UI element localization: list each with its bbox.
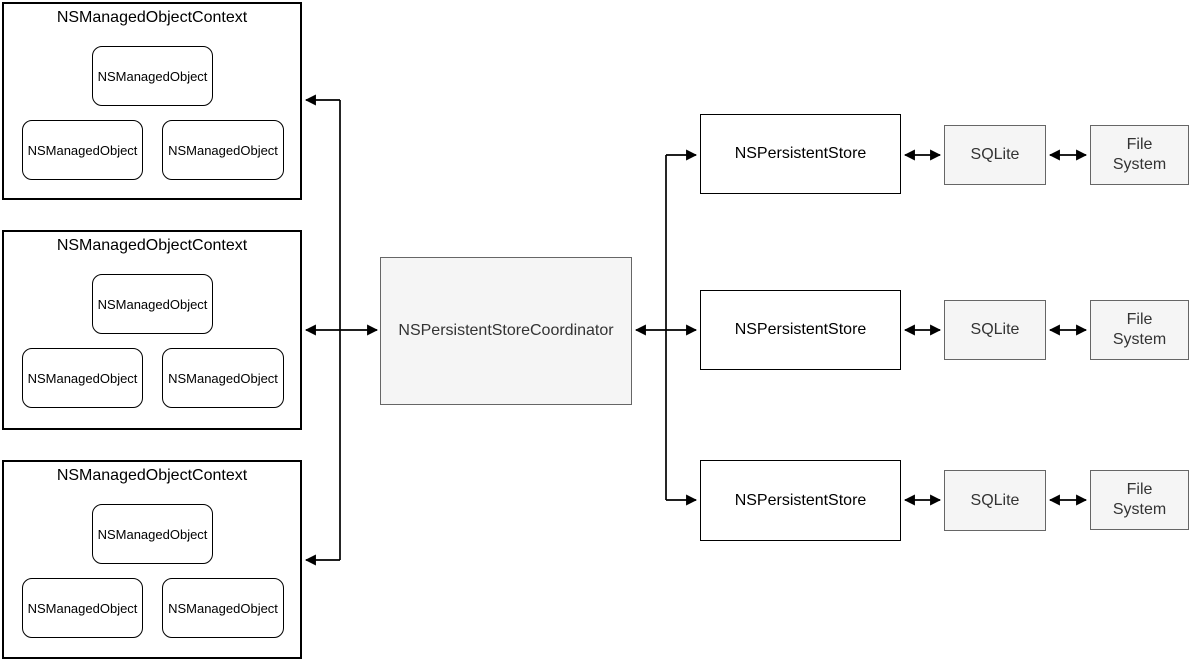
file-system-label: File System (1112, 481, 1167, 518)
managed-object-label: NSManagedObject (27, 600, 138, 616)
file-system-label: File System (1112, 136, 1167, 173)
managed-object-node: NSManagedObject (162, 578, 284, 638)
managed-object-node: NSManagedObject (22, 578, 143, 638)
managed-object-label: NSManagedObject (97, 296, 208, 312)
managed-object-label: NSManagedObject (168, 370, 278, 386)
managed-object-label: NSManagedObject (27, 142, 138, 158)
managed-object-node: NSManagedObject (22, 120, 143, 180)
managed-object-context-box-3: NSManagedObjectContext NSManagedObject N… (2, 460, 302, 659)
persistent-store-coordinator-box: NSPersistentStoreCoordinator (380, 257, 632, 405)
file-system-label: File System (1112, 311, 1167, 348)
managed-object-label: NSManagedObject (97, 68, 208, 84)
persistent-store-label: NSPersistentStore (734, 321, 867, 338)
persistent-store-label: NSPersistentStore (734, 491, 867, 509)
sqlite-label: SQLite (970, 491, 1020, 509)
sqlite-box-1: SQLite (944, 125, 1046, 185)
sqlite-box-2: SQLite (944, 300, 1046, 360)
managed-object-label: NSManagedObject (27, 370, 138, 386)
managed-object-node: NSManagedObject (92, 504, 213, 564)
sqlite-label: SQLite (970, 146, 1020, 163)
managed-object-node: NSManagedObject (162, 348, 284, 408)
persistent-store-coordinator-label: NSPersistentStoreCoordinator (398, 322, 614, 339)
sqlite-box-3: SQLite (944, 470, 1046, 531)
managed-object-context-title: NSManagedObjectContext (56, 237, 248, 254)
managed-object-context-title: NSManagedObjectContext (56, 467, 248, 484)
persistent-store-box-2: NSPersistentStore (700, 290, 901, 370)
file-system-box-3: File System (1090, 470, 1189, 530)
sqlite-label: SQLite (970, 321, 1020, 338)
file-system-box-1: File System (1090, 125, 1189, 185)
persistent-store-box-1: NSPersistentStore (700, 114, 901, 194)
managed-object-node: NSManagedObject (92, 46, 213, 106)
managed-object-context-title: NSManagedObjectContext (56, 9, 248, 26)
managed-object-label: NSManagedObject (97, 526, 208, 542)
managed-object-context-box-2: NSManagedObjectContext NSManagedObject N… (2, 230, 302, 430)
file-system-box-2: File System (1090, 300, 1189, 360)
persistent-store-label: NSPersistentStore (734, 145, 867, 162)
managed-object-node: NSManagedObject (22, 348, 143, 408)
managed-object-node: NSManagedObject (162, 120, 284, 180)
managed-object-label: NSManagedObject (168, 142, 278, 158)
persistent-store-box-3: NSPersistentStore (700, 460, 901, 541)
managed-object-label: NSManagedObject (168, 600, 278, 616)
managed-object-context-box-1: NSManagedObjectContext NSManagedObject N… (2, 2, 302, 200)
managed-object-node: NSManagedObject (92, 274, 213, 334)
